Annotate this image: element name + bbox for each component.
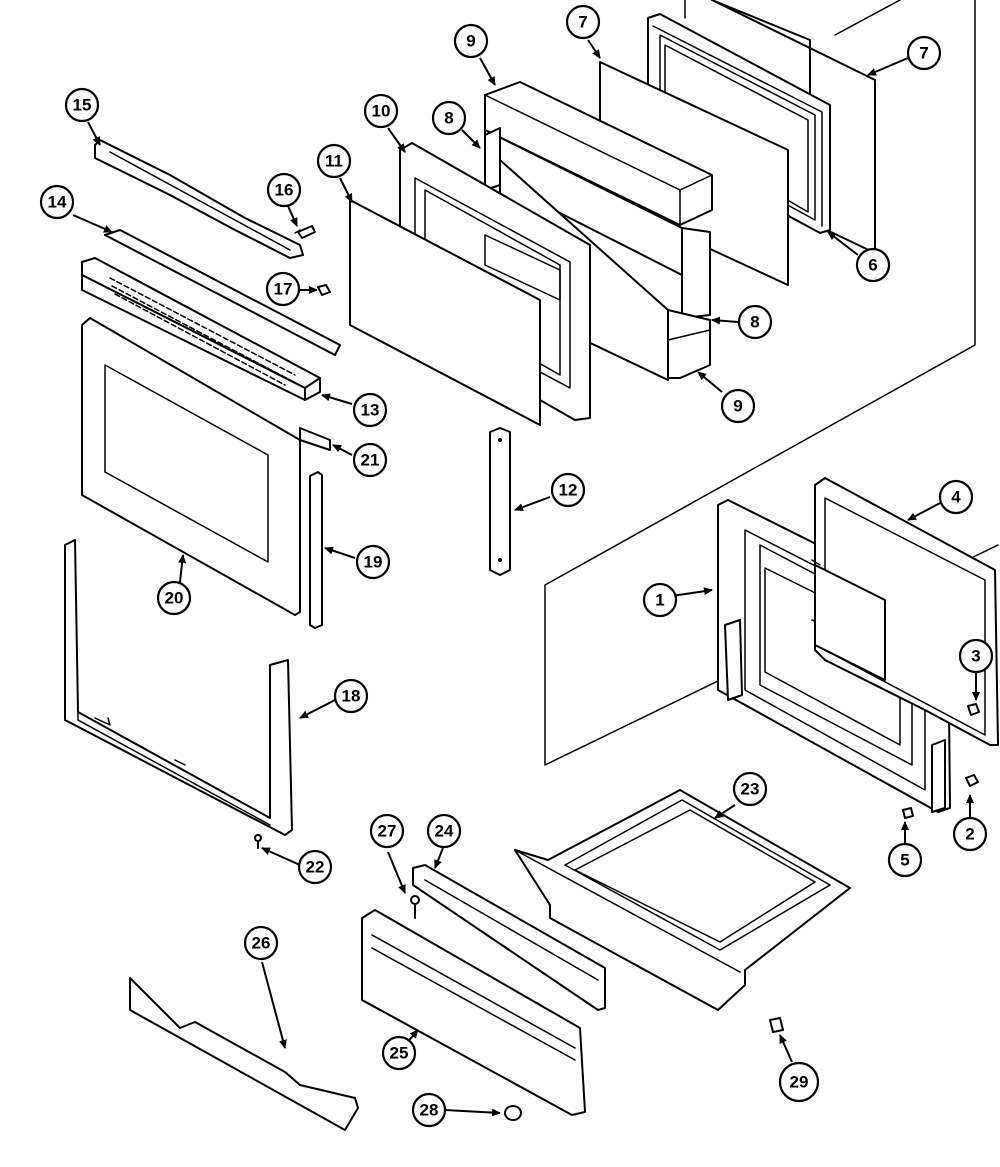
- callout-3: 3: [958, 638, 994, 674]
- part-19-side-trim: [309, 471, 323, 629]
- part-29-clip: [769, 1017, 784, 1033]
- callout-1: 1: [642, 582, 678, 618]
- callout-8-left: 8: [431, 100, 467, 136]
- callout-28: 28: [411, 1092, 447, 1128]
- callout-23: 23: [732, 771, 768, 807]
- cabinet-outline-lines: [544, 0, 999, 766]
- part-18-lower-frame: [64, 539, 293, 836]
- svg-text:13: 13: [361, 401, 380, 420]
- svg-text:20: 20: [165, 589, 184, 608]
- svg-text:8: 8: [444, 109, 453, 128]
- part-24-drawer-strip: [412, 864, 606, 1011]
- svg-text:4: 4: [951, 488, 961, 507]
- svg-text:6: 6: [868, 256, 877, 275]
- callout-22: 22: [297, 849, 333, 885]
- svg-text:19: 19: [364, 553, 383, 572]
- svg-text:17: 17: [274, 280, 293, 299]
- svg-text:28: 28: [420, 1101, 439, 1120]
- svg-text:25: 25: [390, 1044, 409, 1063]
- svg-text:1: 1: [655, 591, 664, 610]
- svg-text:16: 16: [275, 181, 294, 200]
- svg-text:12: 12: [559, 481, 578, 500]
- callout-13: 13: [352, 392, 388, 428]
- part-20-outer-door: [81, 317, 301, 616]
- part-27-screw: [410, 895, 420, 919]
- svg-text:7: 7: [919, 44, 928, 63]
- svg-text:15: 15: [73, 96, 92, 115]
- part-13-vent-trim: [81, 257, 321, 401]
- callout-7-right: 7: [906, 35, 942, 71]
- callout-26: 26: [243, 925, 279, 961]
- callout-24: 24: [426, 813, 462, 849]
- part-8-insulation-strip: [484, 127, 501, 191]
- part-4-gasket: [811, 477, 999, 746]
- callout-7-left: 7: [565, 4, 601, 40]
- svg-text:11: 11: [325, 152, 343, 171]
- callout-25: 25: [381, 1035, 417, 1071]
- part-14-trim-strip: [104, 229, 341, 356]
- callout-27: 27: [369, 813, 405, 849]
- callout-19: 19: [355, 544, 391, 580]
- part-17-spacer: [317, 284, 331, 296]
- svg-text:22: 22: [306, 858, 325, 877]
- svg-text:24: 24: [435, 822, 454, 841]
- svg-text:8: 8: [750, 313, 759, 332]
- svg-text:7: 7: [578, 13, 587, 32]
- svg-text:27: 27: [378, 822, 397, 841]
- part-12-door-hinge: [489, 427, 511, 576]
- callout-15: 15: [64, 87, 100, 123]
- callout-9-top: 9: [453, 23, 489, 59]
- callout-2: 2: [952, 816, 988, 852]
- part-16-screw: [294, 225, 316, 239]
- callout-29: 29: [778, 1061, 820, 1103]
- callout-11: 11: [316, 143, 352, 179]
- callout-9-bottom: 9: [720, 388, 756, 424]
- svg-text:5: 5: [900, 851, 909, 870]
- svg-text:21: 21: [361, 451, 380, 470]
- callout-6: 6: [855, 247, 891, 283]
- part-3-clip: [967, 703, 980, 716]
- part-26-kick-panel: [129, 977, 359, 1131]
- svg-text:23: 23: [741, 780, 760, 799]
- part-25-drawer-front: [361, 909, 586, 1116]
- callout-14: 14: [39, 184, 75, 220]
- part-5-spacer: [902, 807, 914, 819]
- callout-5: 5: [887, 842, 923, 878]
- part-21-strip: [299, 427, 331, 451]
- part-2-clip: [965, 774, 979, 787]
- svg-text:29: 29: [790, 1073, 809, 1092]
- part-11-glass: [349, 199, 541, 426]
- callout-12: 12: [550, 472, 586, 508]
- svg-text:10: 10: [372, 102, 391, 121]
- svg-text:26: 26: [252, 934, 271, 953]
- part-15-door-handle: [94, 139, 304, 259]
- callout-18: 18: [333, 678, 369, 714]
- callout-17: 17: [265, 271, 301, 307]
- part-7-glass-rear: [711, 0, 876, 254]
- part-22-screw: [254, 834, 262, 849]
- svg-text:9: 9: [733, 397, 742, 416]
- callout-4: 4: [938, 479, 974, 515]
- svg-text:18: 18: [342, 687, 361, 706]
- callout-21: 21: [352, 442, 388, 478]
- callout-10: 10: [363, 93, 399, 129]
- callout-16: 16: [266, 172, 302, 208]
- part-23-drawer: [514, 789, 851, 1011]
- callout-8-right: 8: [737, 304, 773, 340]
- part-28-bumper: [504, 1105, 522, 1121]
- svg-text:2: 2: [965, 825, 974, 844]
- callout-20: 20: [156, 580, 192, 616]
- svg-text:9: 9: [466, 32, 475, 51]
- svg-text:14: 14: [48, 193, 67, 212]
- svg-text:3: 3: [971, 647, 980, 666]
